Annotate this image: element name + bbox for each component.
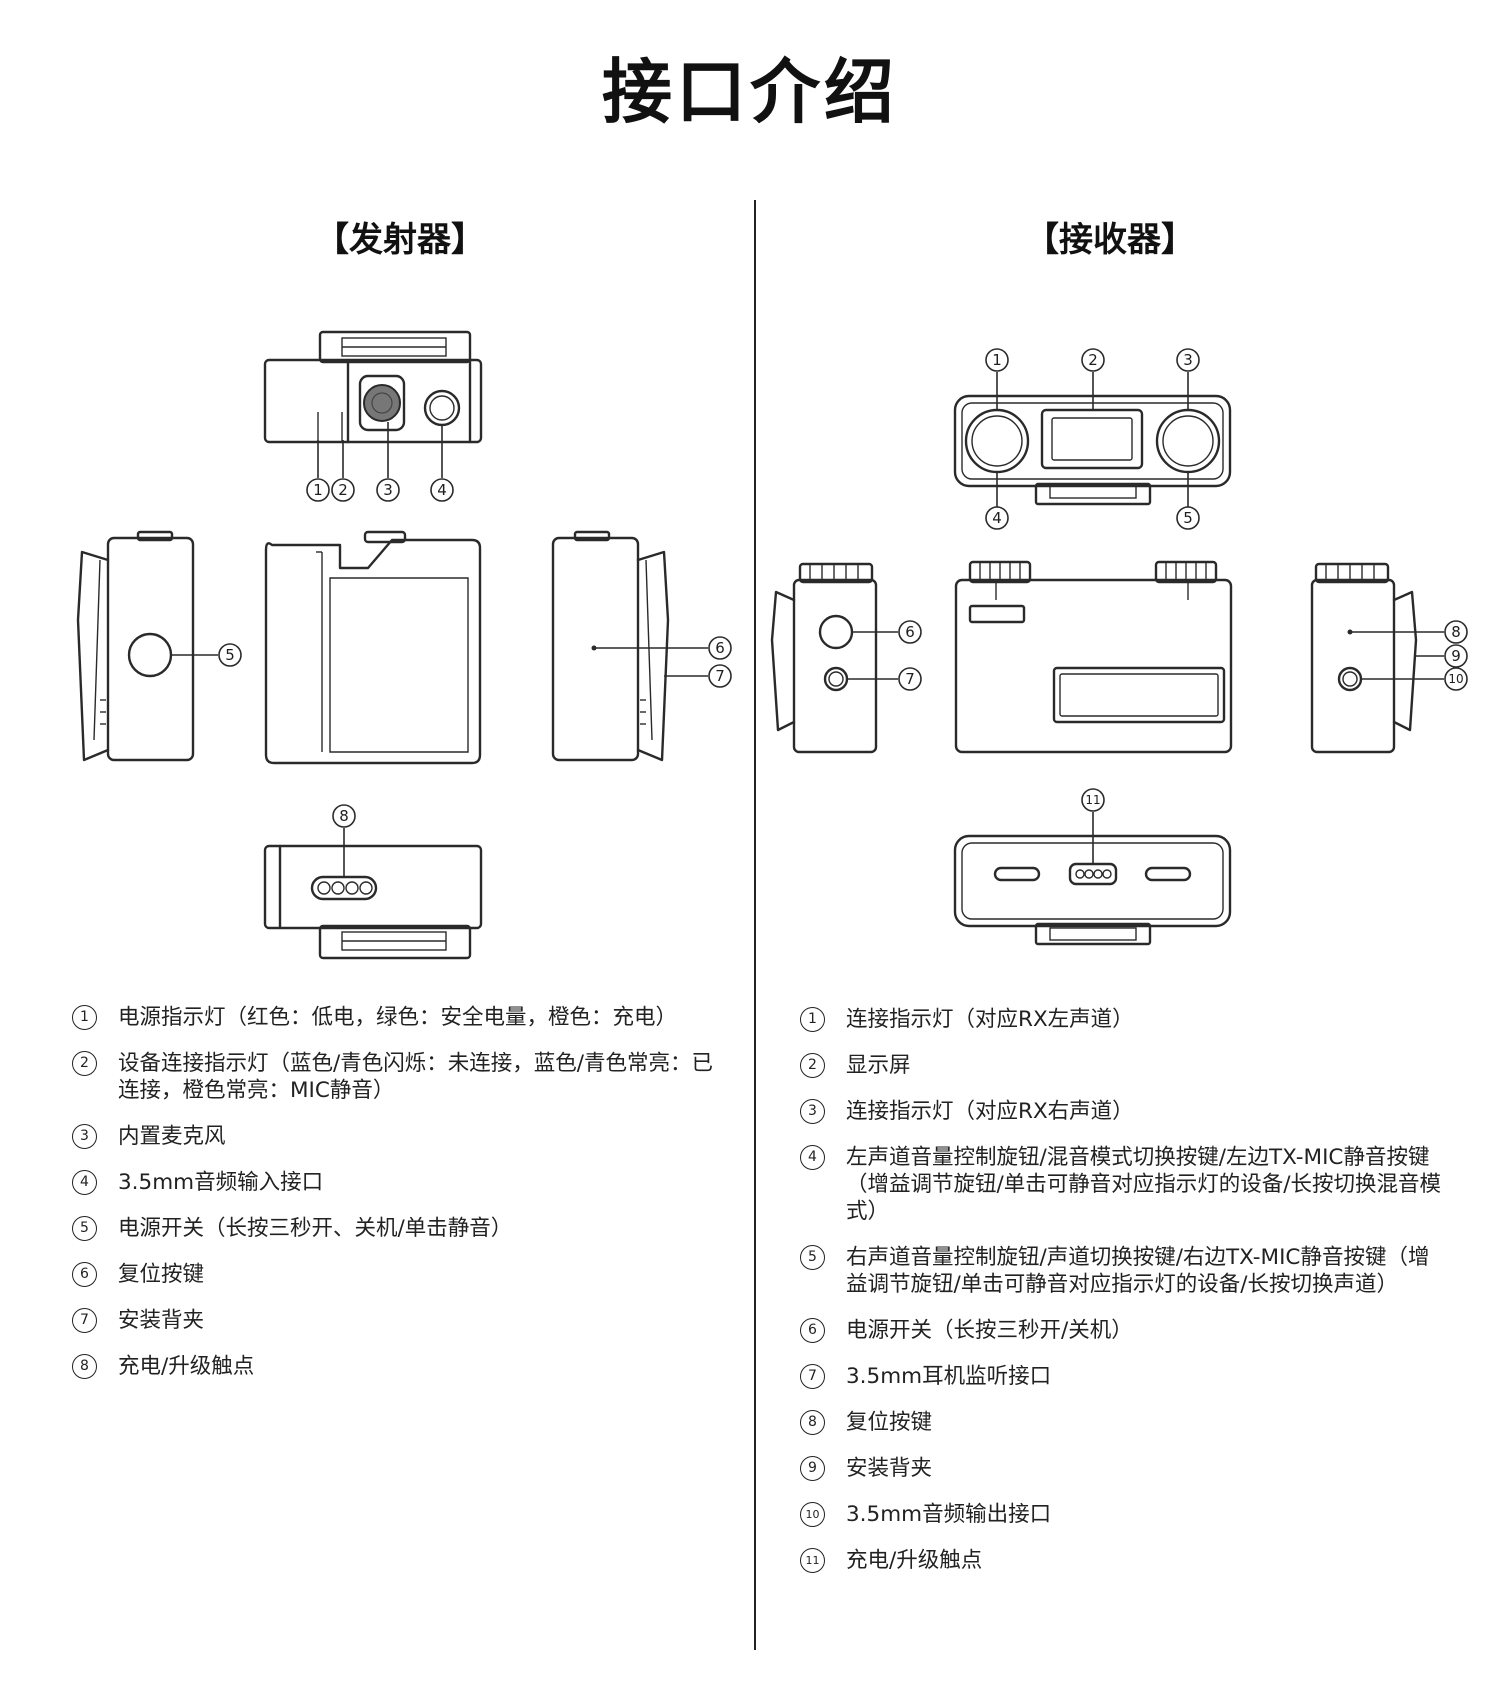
- legend-number: 10: [800, 1502, 825, 1527]
- legend-text: 内置麦克风: [118, 1124, 226, 1149]
- legend-number: 4: [800, 1145, 825, 1170]
- legend-number: 8: [72, 1354, 97, 1379]
- svg-text:6: 6: [905, 623, 915, 641]
- receiver-left-view: [770, 562, 878, 754]
- legend-text: 左声道音量控制旋钮/混音模式切换按键/左边TX-MIC静音按键（增益调节旋钮/单…: [846, 1145, 1441, 1224]
- transmitter-callout-5: 5: [171, 643, 242, 667]
- legend-number: 7: [72, 1308, 97, 1333]
- svg-text:8: 8: [339, 807, 349, 825]
- legend-item: 8 充电/升级触点: [72, 1353, 732, 1380]
- svg-text:7: 7: [905, 670, 915, 688]
- svg-text:2: 2: [1088, 351, 1098, 369]
- legend-number: 3: [800, 1099, 825, 1124]
- legend-text: 充电/升级触点: [846, 1548, 983, 1573]
- legend-text: 连接指示灯（对应RX右声道）: [846, 1099, 1134, 1124]
- receiver-top-callouts: 1 2 3 4 5: [985, 348, 1200, 530]
- svg-text:9: 9: [1451, 647, 1461, 665]
- receiver-right-view: [1310, 562, 1418, 754]
- svg-text:11: 11: [1085, 793, 1100, 807]
- svg-text:3: 3: [1183, 351, 1193, 369]
- legend-number: 2: [72, 1051, 97, 1076]
- svg-text:4: 4: [437, 481, 447, 499]
- legend-number: 1: [72, 1005, 97, 1030]
- receiver-callouts-6-7: 6 7: [847, 620, 922, 691]
- legend-item: 7 安装背夹: [72, 1307, 732, 1334]
- legend-item: 6 复位按键: [72, 1261, 732, 1288]
- receiver-callout-11: 11: [1081, 788, 1105, 864]
- legend-number: 6: [72, 1262, 97, 1287]
- receiver-front-view: [954, 560, 1233, 754]
- legend-number: 3: [72, 1124, 97, 1149]
- legend-item: 6 电源开关（长按三秒开/关机）: [800, 1317, 1450, 1344]
- device-diagram: 1 2 3 4 5 6 7: [76, 330, 1468, 960]
- legend-text: 3.5mm耳机监听接口: [846, 1364, 1052, 1389]
- svg-text:8: 8: [1451, 623, 1461, 641]
- section-divider: [754, 200, 756, 1650]
- legend-number: 5: [72, 1216, 97, 1241]
- legend-text: 充电/升级触点: [118, 1354, 255, 1379]
- legend-item: 4 3.5mm音频输入接口: [72, 1169, 732, 1196]
- transmitter-left-view: [76, 530, 195, 762]
- legend-item: 4 左声道音量控制旋钮/混音模式切换按键/左边TX-MIC静音按键（增益调节旋钮/…: [800, 1144, 1450, 1225]
- legend-item: 5 电源开关（长按三秒开、关机/单击静音）: [72, 1215, 732, 1242]
- receiver-title: 【接收器】: [1025, 220, 1195, 260]
- transmitter-callout-8: 8: [332, 804, 356, 877]
- svg-text:1: 1: [992, 351, 1002, 369]
- transmitter-legend: 1 电源指示灯（红色：低电，绿色：安全电量，橙色：充电） 2 设备连接指示灯（蓝色/…: [72, 1004, 732, 1399]
- page-title: 接口介绍: [602, 51, 898, 133]
- legend-number: 4: [72, 1170, 97, 1195]
- legend-number: 2: [800, 1053, 825, 1078]
- svg-text:10: 10: [1448, 672, 1463, 686]
- legend-text: 安装背夹: [118, 1308, 205, 1333]
- legend-item: 2 设备连接指示灯（蓝色/青色闪烁：未连接，蓝色/青色常亮：已连接，橙色常亮：MI…: [72, 1050, 732, 1104]
- legend-number: 8: [800, 1410, 825, 1435]
- legend-text: 3.5mm音频输入接口: [118, 1170, 324, 1195]
- receiver-callouts-8-10: 8 9 10: [1350, 620, 1468, 691]
- legend-text: 右声道音量控制旋钮/声道切换按键/右边TX-MIC静音按键（增益调节旋钮/单击可…: [846, 1245, 1430, 1297]
- transmitter-bottom-view: [263, 844, 483, 960]
- legend-text: 电源开关（长按三秒开、关机/单击静音）: [118, 1216, 513, 1241]
- transmitter-right-view: [551, 530, 670, 762]
- legend-number: 6: [800, 1318, 825, 1343]
- svg-text:7: 7: [715, 667, 725, 685]
- transmitter-top-callouts: 1 2 3 4: [306, 422, 454, 502]
- legend-text: 复位按键: [118, 1262, 205, 1287]
- legend-item: 5 右声道音量控制旋钮/声道切换按键/右边TX-MIC静音按键（增益调节旋钮/单击…: [800, 1244, 1450, 1298]
- legend-number: 9: [800, 1456, 825, 1481]
- legend-item: 2 显示屏: [800, 1052, 1450, 1079]
- svg-text:2: 2: [338, 481, 348, 499]
- legend-number: 11: [800, 1548, 825, 1573]
- legend-item: 9 安装背夹: [800, 1455, 1450, 1482]
- legend-text: 电源开关（长按三秒开/关机）: [846, 1318, 1133, 1343]
- svg-text:5: 5: [225, 646, 235, 664]
- legend-number: 1: [800, 1007, 825, 1032]
- transmitter-front-view: [264, 530, 482, 765]
- svg-text:1: 1: [313, 481, 323, 499]
- legend-item: 1 连接指示灯（对应RX左声道）: [800, 1006, 1450, 1033]
- transmitter-title: 【发射器】: [315, 220, 485, 260]
- legend-text: 3.5mm音频输出接口: [846, 1502, 1052, 1527]
- legend-number: 7: [800, 1364, 825, 1389]
- legend-text: 安装背夹: [846, 1456, 933, 1481]
- legend-item: 3 内置麦克风: [72, 1123, 732, 1150]
- svg-text:6: 6: [715, 639, 725, 657]
- legend-item: 11 充电/升级触点: [800, 1547, 1450, 1574]
- svg-text:5: 5: [1183, 509, 1193, 527]
- legend-text: 复位按键: [846, 1410, 933, 1435]
- legend-item: 7 3.5mm耳机监听接口: [800, 1363, 1450, 1390]
- transmitter-callouts-6-7: 6 7: [594, 636, 732, 688]
- legend-item: 8 复位按键: [800, 1409, 1450, 1436]
- transmitter-top-view: [263, 330, 483, 444]
- legend-text: 连接指示灯（对应RX左声道）: [846, 1007, 1134, 1032]
- svg-text:3: 3: [383, 481, 393, 499]
- legend-text: 显示屏: [846, 1053, 911, 1078]
- legend-item: 1 电源指示灯（红色：低电，绿色：安全电量，橙色：充电）: [72, 1004, 732, 1031]
- receiver-legend: 1 连接指示灯（对应RX左声道） 2 显示屏 3 连接指示灯（对应RX右声道） 4 左声…: [800, 1006, 1450, 1593]
- legend-number: 5: [800, 1245, 825, 1270]
- svg-text:4: 4: [992, 509, 1002, 527]
- legend-item: 10 3.5mm音频输出接口: [800, 1501, 1450, 1528]
- legend-text: 设备连接指示灯（蓝色/青色闪烁：未连接，蓝色/青色常亮：已连接，橙色常亮：MIC…: [118, 1051, 713, 1103]
- legend-text: 电源指示灯（红色：低电，绿色：安全电量，橙色：充电）: [118, 1005, 678, 1030]
- legend-item: 3 连接指示灯（对应RX右声道）: [800, 1098, 1450, 1125]
